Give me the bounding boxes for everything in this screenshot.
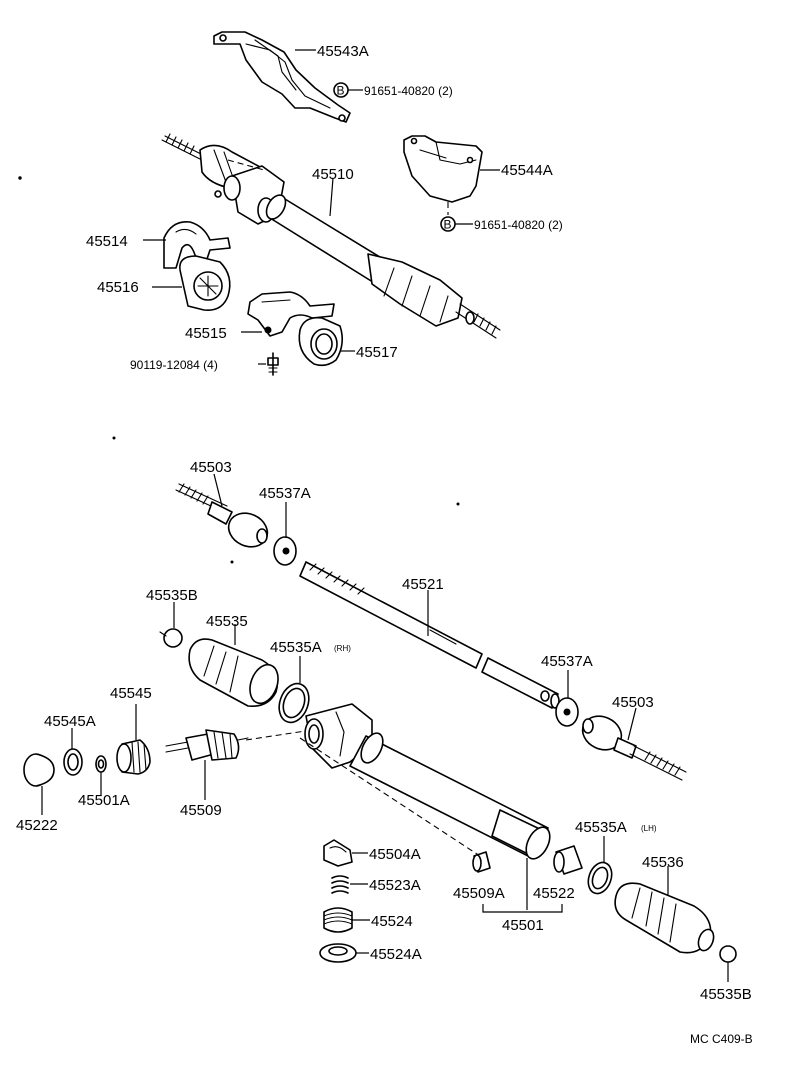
label-45509: 45509 (180, 802, 222, 819)
label-45543a: 45543A (317, 43, 369, 60)
cap-45222 (23, 753, 55, 787)
bracket-45544a (403, 135, 483, 203)
pinion-45509 (165, 729, 249, 761)
label-91651-40820-1: 91651-40820 (2) (364, 84, 453, 98)
bushing-45522 (553, 845, 583, 875)
tie-rod-end-45503-upper (175, 483, 269, 548)
gear-housing-45501 (304, 703, 551, 860)
clip-45535b-right (719, 945, 737, 963)
label-45222: 45222 (16, 817, 58, 834)
ring-45501a (95, 755, 107, 773)
washer-45537a-right (555, 697, 579, 727)
screw-45524 (323, 907, 353, 933)
bolt-90119 (267, 352, 279, 376)
label-45523a: 45523A (369, 877, 421, 894)
plug-45545 (116, 739, 151, 775)
tie-rod-end-45503-right (581, 715, 687, 781)
label-45516: 45516 (97, 279, 139, 296)
drawing-code: MC C409-B (690, 1032, 753, 1046)
tag-rh: (RH) (334, 644, 351, 653)
guide-45504a (323, 839, 353, 867)
label-45535: 45535 (206, 613, 248, 630)
label-45522: 45522 (533, 885, 575, 902)
boot-45536 (614, 882, 715, 954)
washer-45537a-upper (273, 536, 297, 566)
label-45535a-lh: 45535A (575, 819, 627, 836)
clip-45535b-left (159, 628, 183, 648)
bracket-45543a (213, 31, 351, 123)
label-91651-40820-2: 91651-40820 (2) (474, 218, 563, 232)
label-45535b-left: 45535B (146, 587, 198, 604)
boot-45535 (188, 638, 279, 708)
label-45509a: 45509A (453, 885, 505, 902)
label-45514: 45514 (86, 233, 128, 250)
label-45510: 45510 (312, 166, 354, 183)
label-45535b-right: 45535B (700, 986, 752, 1003)
label-45504a: 45504A (369, 846, 421, 863)
label-45501: 45501 (502, 917, 544, 934)
label-45535a-rh: 45535A (270, 639, 322, 656)
bolt-symbol-letter-1: B (337, 84, 345, 98)
label-45545: 45545 (110, 685, 152, 702)
bracket-45514 (163, 221, 231, 269)
bolt-symbol-1: B (333, 82, 349, 98)
label-45524a: 45524A (370, 946, 422, 963)
bolt-symbol-2: B (440, 216, 456, 232)
label-45515: 45515 (185, 325, 227, 342)
label-90119-12084: 90119-12084 (4) (130, 358, 218, 372)
label-45521: 45521 (402, 576, 444, 593)
clamp-45535a-rh (278, 682, 310, 724)
bolt-symbol-letter-2: B (444, 218, 452, 232)
rack-bar-45521 (299, 561, 560, 709)
label-45537a-right: 45537A (541, 653, 593, 670)
label-45544a: 45544A (501, 162, 553, 179)
bushing-45516 (179, 255, 231, 312)
label-45524: 45524 (371, 913, 413, 930)
label-45503-right: 45503 (612, 694, 654, 711)
label-45545a: 45545A (44, 713, 96, 730)
nut-45524a (319, 943, 357, 963)
bushing-45517 (298, 316, 344, 367)
tag-lh: (LH) (641, 824, 657, 833)
bushing-45509a (472, 851, 491, 873)
label-45503-upper: 45503 (190, 459, 232, 476)
label-45501a: 45501A (78, 792, 130, 809)
clamp-45535a-lh (587, 861, 613, 895)
spring-45523a (331, 875, 349, 894)
label-45536: 45536 (642, 854, 684, 871)
label-45537a-upper: 45537A (259, 485, 311, 502)
label-45517: 45517 (356, 344, 398, 361)
rack-assembly-45510 (161, 133, 501, 339)
ring-45545a (63, 748, 83, 776)
